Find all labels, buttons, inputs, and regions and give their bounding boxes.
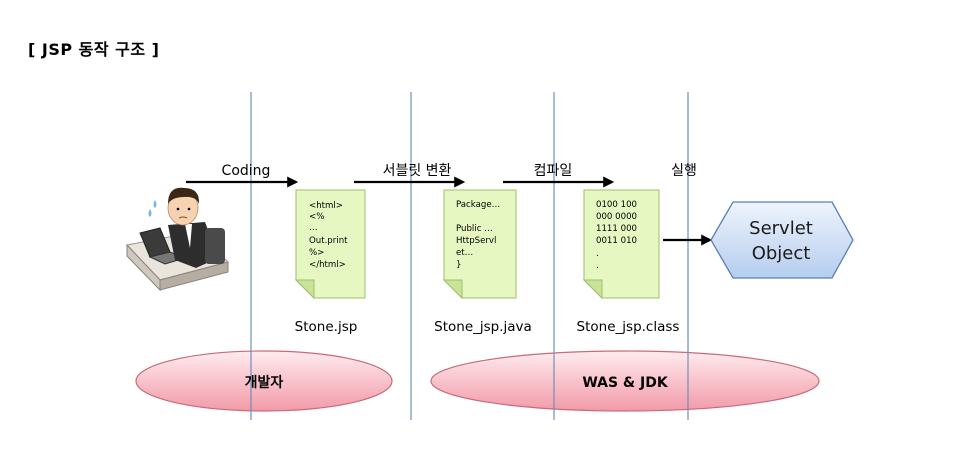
stage-dividers <box>250 92 689 420</box>
doc-line: Public … <box>456 224 493 234</box>
developer-label: 개발자 <box>245 374 284 391</box>
doc-line: . <box>596 261 599 271</box>
was-jdk-label: WAS & JDK <box>582 375 669 391</box>
jsp-document-icon: <html> <% … Out.print %> </html> <box>294 189 366 300</box>
doc-line: </html> <box>309 260 346 270</box>
java-filename: Stone_jsp.java <box>434 319 532 335</box>
doc-line: 0100 100 <box>596 200 637 210</box>
class-filename: Stone_jsp.class <box>577 319 680 335</box>
doc-line: Out.print <box>309 236 348 246</box>
doc-line: … <box>309 223 318 233</box>
doc-line: . <box>596 249 599 259</box>
doc-line: 000 0000 <box>596 212 637 222</box>
step-compile-label: 컴파일 <box>534 163 573 179</box>
doc-line: HttpServl <box>456 236 496 246</box>
was-jdk-zone <box>430 350 820 412</box>
doc-line: et… <box>456 248 473 258</box>
servlet-object-hexagon: Servlet Object <box>710 201 854 279</box>
step-coding-label: Coding <box>222 163 271 179</box>
doc-line: Package… <box>456 200 500 210</box>
doc-line: <% <box>309 212 324 222</box>
page-title: [ JSP 동작 구조 ] <box>28 40 160 59</box>
step-servlet-convert-label: 서블릿 변환 <box>383 163 452 179</box>
servlet-object-line1: Servlet <box>749 218 813 239</box>
doc-line: 1111 000 <box>596 224 637 234</box>
class-document-icon: 0100 100 000 0000 1111 000 0011 010 . . <box>582 189 660 300</box>
step-run-label: 실행 <box>671 163 697 179</box>
java-document-icon: Package… Public … HttpServl et… } <box>442 189 517 300</box>
developer-zone <box>135 350 393 412</box>
jsp-filename: Stone.jsp <box>295 319 358 335</box>
doc-line: 0011 010 <box>596 236 637 246</box>
doc-line: %> <box>309 248 324 258</box>
doc-line: } <box>456 260 461 270</box>
developer-icon <box>126 187 230 292</box>
doc-line: <html> <box>309 201 343 211</box>
servlet-object-line2: Object <box>752 243 811 264</box>
